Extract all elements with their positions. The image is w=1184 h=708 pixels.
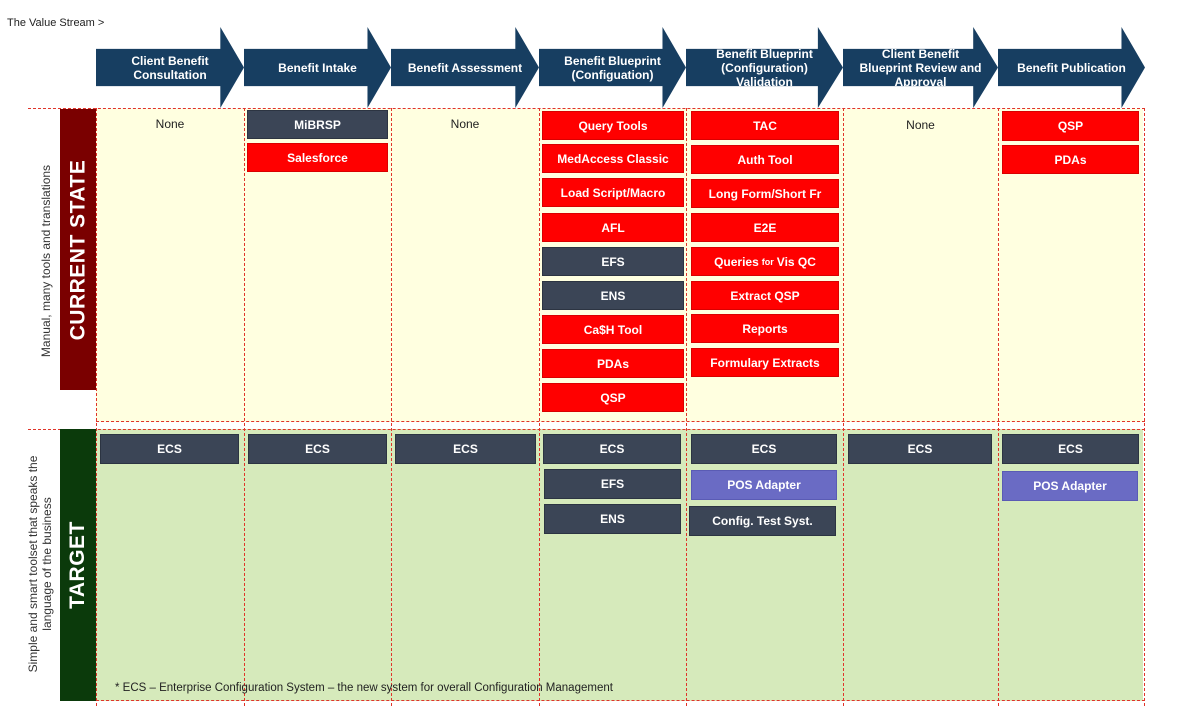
tool-extract-qsp: Extract QSP: [691, 281, 839, 310]
current-state-text: CURRENT STATE: [66, 159, 89, 340]
divider: [1144, 108, 1145, 706]
stage-label: Benefit Intake: [278, 60, 357, 75]
tool-medaccess-classic: MedAccess Classic: [542, 144, 684, 173]
stage-benefit-assessment: Benefit Assessment: [391, 27, 539, 108]
stage-label: Benefit Blueprint (Configuation): [564, 53, 661, 82]
stage-label: Client Benefit Blueprint Review and Appr…: [859, 46, 982, 89]
tool-label-small: for: [761, 256, 774, 267]
tool-ecs: ECS: [848, 434, 992, 464]
tool-ens: ENS: [542, 281, 684, 310]
divider: [244, 108, 245, 706]
divider: [96, 421, 1145, 422]
breadcrumb[interactable]: The Value Stream >: [7, 17, 105, 29]
tool-pdas: PDAs: [1002, 145, 1139, 174]
tool-label: Queries: [714, 254, 759, 269]
tool-ecs: ECS: [543, 434, 681, 464]
none-text: None: [155, 117, 185, 131]
none-text: None: [450, 117, 480, 131]
footnote: * ECS – Enterprise Configuration System …: [115, 682, 613, 694]
tool-queries-for-vis-qc: Queries for Vis QC: [691, 247, 839, 276]
tool-load-script-macro: Load Script/Macro: [542, 178, 684, 207]
tool-ens: ENS: [544, 504, 681, 534]
tool-ecs: ECS: [691, 434, 837, 464]
target-note-line1: Simple and smart toolset that speaks the: [26, 455, 40, 673]
tool-ecs: ECS: [100, 434, 239, 464]
tool-tac: TAC: [691, 111, 839, 140]
divider: [28, 429, 1145, 430]
stage-blueprint-validation: Benefit Blueprint (Configuration) Valida…: [686, 27, 843, 108]
divider: [391, 108, 392, 706]
stage-label: Benefit Assessment: [407, 60, 523, 75]
target-note-line2: language of the business: [40, 497, 54, 631]
divider: [998, 108, 999, 706]
divider: [96, 108, 97, 706]
tool-cash-tool: Ca$H Tool: [542, 315, 684, 344]
tool-efs: EFS: [542, 247, 684, 276]
target-label: TARGET: [60, 429, 96, 701]
tool-mibrsp: MiBRSP: [247, 110, 388, 139]
tool-ecs: ECS: [1002, 434, 1139, 464]
stage-label: Benefit Blueprint (Configuration) Valida…: [716, 46, 813, 89]
tool-long-form-short-fr: Long Form/Short Fr: [691, 179, 839, 208]
tool-pos-adapter: POS Adapter: [691, 470, 837, 500]
stage-client-benefit-consultation: Client Benefit Consultation: [96, 27, 244, 108]
tool-reports: Reports: [691, 314, 839, 343]
tool-efs: EFS: [544, 469, 681, 499]
tool-salesforce: Salesforce: [247, 143, 388, 172]
divider: [96, 700, 1145, 701]
stage-label: Client Benefit Consultation: [131, 53, 209, 82]
stage-benefit-blueprint: Benefit Blueprint (Configuation): [539, 27, 686, 108]
divider: [539, 108, 540, 706]
tool-e2e: E2E: [691, 213, 839, 242]
tool-qsp: QSP: [542, 383, 684, 412]
stage-benefit-publication: Benefit Publication: [998, 27, 1145, 108]
tool-ecs: ECS: [248, 434, 387, 464]
tool-qsp: QSP: [1002, 111, 1139, 141]
tool-pos-adapter: POS Adapter: [1002, 471, 1138, 501]
target-note: Simple and smart toolset that speaks the…: [26, 444, 54, 684]
stage-label: Benefit Publication: [1017, 60, 1126, 75]
divider: [843, 108, 844, 706]
stage-review-approval: Client Benefit Blueprint Review and Appr…: [843, 27, 998, 108]
tool-ecs: ECS: [395, 434, 536, 464]
tool-formulary-extracts: Formulary Extracts: [691, 348, 839, 377]
stage-benefit-intake: Benefit Intake: [244, 27, 391, 108]
target-text: TARGET: [66, 521, 89, 609]
divider: [28, 108, 1145, 109]
current-state-label: CURRENT STATE: [60, 109, 96, 390]
tool-auth-tool: Auth Tool: [691, 145, 839, 174]
tool-label: Vis QC: [776, 254, 816, 269]
current-state-note: Manual, many tools and translations: [39, 164, 53, 358]
tool-query-tools: Query Tools: [542, 111, 684, 140]
divider: [686, 108, 687, 706]
none-text: None: [906, 118, 935, 132]
tool-afl: AFL: [542, 213, 684, 242]
tool-config-test-syst: Config. Test Syst.: [689, 506, 836, 536]
tool-pdas: PDAs: [542, 349, 684, 378]
